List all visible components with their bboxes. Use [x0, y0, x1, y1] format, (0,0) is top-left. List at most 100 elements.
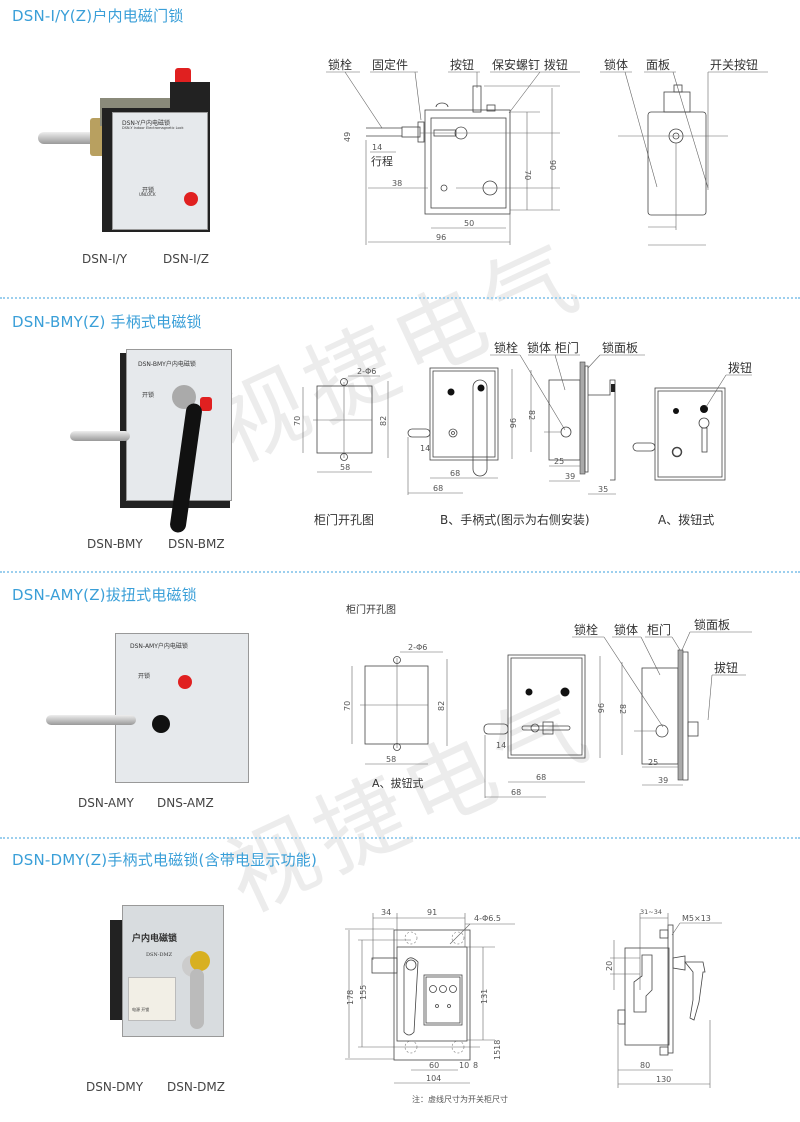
- photo-label: 户内电磁锁: [132, 934, 178, 944]
- photo-label: DSN-AMY户内电磁锁: [130, 643, 188, 650]
- dim-20: 20: [605, 961, 614, 971]
- dim-70: 70: [293, 416, 302, 426]
- dim-14: 14: [372, 143, 382, 152]
- dim-178: 178: [346, 990, 355, 1005]
- dim-38: 38: [392, 179, 402, 188]
- drawing-bmy-side: 锁栓 锁体 柜门 锁面板 82 25 39 35: [490, 340, 645, 495]
- dim-80: 80: [640, 1061, 650, 1070]
- dim-96: 96: [596, 703, 605, 713]
- label-bolt: 锁栓: [574, 622, 598, 637]
- drawing-dsn-y-side: 锁体 面板 开关按钮: [600, 57, 768, 246]
- dim-25: 25: [554, 457, 564, 466]
- label-body: 锁体: [614, 622, 638, 637]
- dim-10: 10: [459, 1061, 469, 1070]
- dim-82: 82: [379, 416, 388, 426]
- dim-34: 34: [381, 908, 391, 917]
- dim-68: 68: [433, 484, 443, 493]
- photo-unlock-label: 开锁: [142, 392, 155, 399]
- dim-25: 25: [648, 758, 658, 767]
- dim-14: 14: [496, 741, 506, 750]
- label-screw: M5×13: [682, 914, 711, 923]
- dim-82: 82: [527, 410, 536, 420]
- dim-104: 104: [426, 1074, 441, 1083]
- label-stroke: 行程: [371, 155, 393, 168]
- photo-model: DSN-DMZ: [146, 952, 173, 958]
- drawing-amy-side: 锁栓 锁体 柜门 锁面板 拔钮 82 25 39: [572, 617, 752, 786]
- product-photo-dsn-bmy: DSN-BMY户内电磁锁 开锁: [60, 345, 240, 535]
- dim-70: 70: [523, 170, 532, 180]
- divider: [0, 297, 800, 299]
- label-knob: 拨钮: [728, 360, 752, 375]
- dim-82: 82: [618, 704, 627, 714]
- product-photo-dsn-y: DSN-Y户内电磁锁 DSN-Y Indoor Electromagnetic …: [30, 60, 250, 240]
- label-knob: 拔钮: [714, 660, 738, 675]
- dim-50: 50: [464, 219, 474, 228]
- dim-58: 58: [340, 463, 350, 472]
- dim-1518: 1518: [493, 1040, 502, 1060]
- model-label: DSN-BMZ: [168, 537, 225, 551]
- label-hole: 2-Φ6: [357, 367, 376, 376]
- section-title-dsn-bmy: DSN-BMY(Z) 手柄式电磁锁: [12, 313, 202, 331]
- label-safety-screw: 保安螺钉 拨钮: [492, 57, 568, 72]
- dim-39: 39: [565, 472, 575, 481]
- model-label: DSN-DMY: [86, 1080, 144, 1094]
- product-photo-dsn-dmy: 户内电磁锁 DSN-DMZ 电源 开锁: [110, 895, 250, 1045]
- label-bolt: 锁栓: [494, 340, 518, 355]
- dim-14: 14: [420, 444, 430, 453]
- dim-68: 68: [450, 469, 460, 478]
- dim-31-34: 31~34: [640, 908, 662, 916]
- drawing-amy-front: 96 14 68 68: [483, 654, 605, 798]
- section-title-dsn-amy: DSN-AMY(Z)拔扭式电磁锁: [12, 586, 197, 604]
- label-button: 按钮: [450, 57, 474, 72]
- dim-8: 8: [473, 1061, 478, 1070]
- product-photo-dsn-amy: DSN-AMY户内电磁锁 开锁: [40, 625, 249, 785]
- dim-68: 68: [536, 773, 546, 782]
- drawing-bmy-knob: 拨钮 A、拨钮式: [632, 360, 752, 527]
- divider: [0, 837, 800, 839]
- dim-68: 68: [511, 788, 521, 797]
- dim-49: 49: [343, 132, 352, 142]
- dim-155: 155: [359, 985, 368, 1000]
- label-hole: 2-Φ6: [408, 643, 427, 652]
- dim-96: 96: [508, 418, 517, 428]
- label-holes: 4-Φ6.5: [474, 914, 501, 923]
- dim-60: 60: [429, 1061, 439, 1070]
- dim-90: 90: [548, 160, 557, 170]
- model-label: DSN-DMZ: [167, 1080, 225, 1094]
- divider: [0, 571, 800, 573]
- model-label: DSN-AMY: [78, 796, 134, 810]
- dim-96: 96: [436, 233, 446, 242]
- label-fixture: 固定件: [372, 57, 408, 72]
- drawing-bmy-handle: 96 68 68 14 B、手柄式(图示为右侧安装): [407, 367, 590, 527]
- photo-label: DSN-BMY户内电磁锁: [138, 361, 196, 368]
- dim-82: 82: [437, 701, 446, 711]
- label-panel: 面板: [646, 58, 670, 72]
- section-title-dsn-dmy: DSN-DMY(Z)手柄式电磁锁(含带电显示功能): [12, 851, 318, 869]
- caption-cutout: 柜门开孔图: [314, 512, 374, 527]
- dim-58: 58: [386, 755, 396, 764]
- model-label: DSN-BMY: [87, 537, 143, 551]
- label-cutout: 柜门开孔图: [346, 603, 396, 616]
- label-body-door: 锁体 柜门: [527, 340, 579, 355]
- dim-35: 35: [598, 485, 608, 494]
- dim-131: 131: [480, 989, 489, 1004]
- drawing-amy-cutout: 柜门开孔图 2-Φ6 70 82 58 A、拔钮式: [343, 603, 448, 790]
- dim-91: 91: [427, 908, 437, 917]
- caption-knob: A、拔钮式: [372, 776, 424, 790]
- caption-knob: A、拨钮式: [658, 512, 714, 527]
- dim-130: 130: [656, 1075, 671, 1084]
- caption-handle: B、手柄式(图示为右侧安装): [440, 512, 590, 527]
- photo-sublabel: DSN-Y Indoor Electromagnetic Lock: [122, 126, 184, 130]
- dim-39: 39: [658, 776, 668, 785]
- label-lock-panel: 锁面板: [602, 340, 638, 355]
- label-door: 柜门: [647, 622, 671, 637]
- model-label: DSN-Ⅰ/Z: [163, 252, 209, 266]
- drawing-dsn-y-front: 锁栓 固定件 按钮 保安螺钉 拨钮 49 14 行程 38 50 96 70 9…: [326, 57, 580, 245]
- photo-unlock-label: 开锁: [138, 673, 151, 680]
- model-label: DSN-Ⅰ/Y: [82, 252, 128, 266]
- model-label: DNS-AMZ: [157, 796, 214, 810]
- photo-unlock-en: UNLOCK: [139, 192, 156, 197]
- photo-unlock-label: 开锁: [142, 187, 155, 194]
- drawing-dmy-side: 31~34 M5×13 20 80 130: [605, 908, 722, 1088]
